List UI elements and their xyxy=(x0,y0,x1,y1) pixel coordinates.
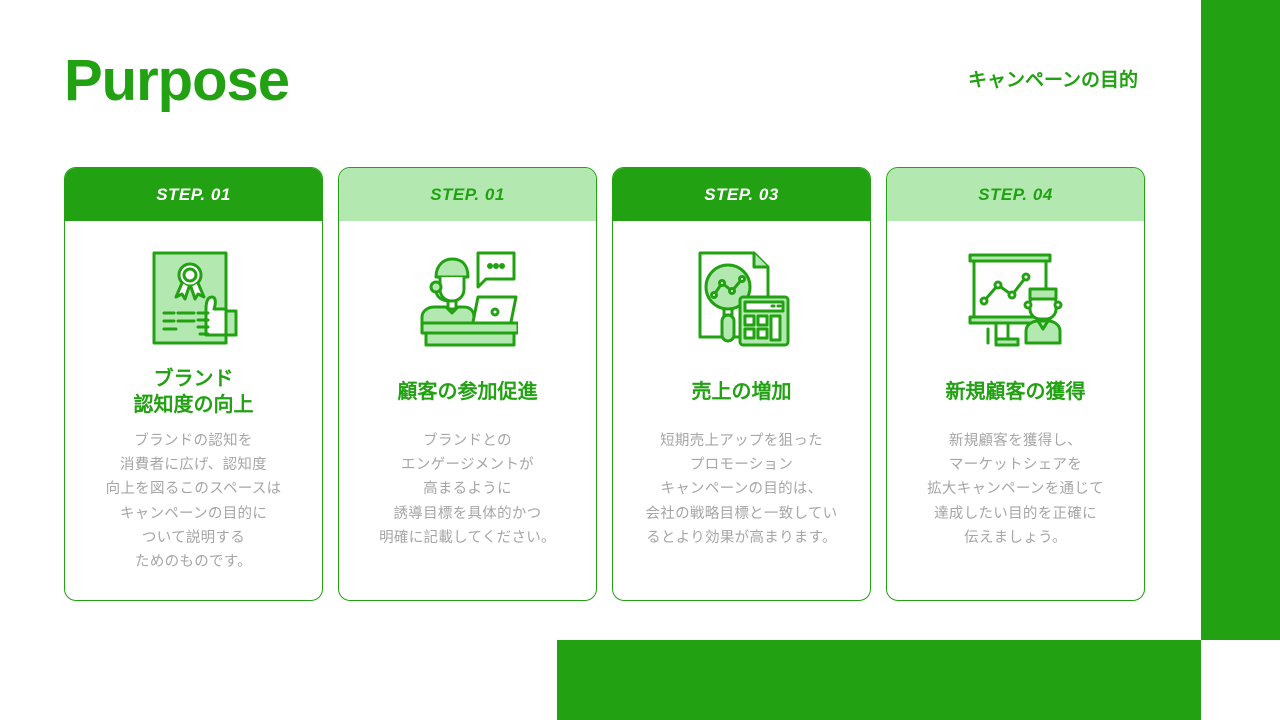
page-title: Purpose xyxy=(64,48,290,113)
presentation-icon xyxy=(966,249,1066,349)
purpose-card-3: STEP. 03 売 xyxy=(612,167,871,601)
card-step-label: STEP. 01 xyxy=(65,168,322,221)
purpose-card-4: STEP. 04 新 xyxy=(886,167,1145,601)
card-description: 新規顧客を獲得し、 マーケットシェアを 拡大キャンペーンを通じて 達成したい目的… xyxy=(927,433,1104,546)
card-step-label: STEP. 03 xyxy=(613,168,870,221)
purpose-card-2: STEP. 01 顧客の参加促進 ブランドとの エンゲージメントが 高まるように… xyxy=(338,167,597,601)
decorative-right-bar xyxy=(1201,0,1280,640)
card-description: ブランドとの エンゲージメントが 高まるように 誘導目標を具体的かつ 明確に記載… xyxy=(379,433,556,546)
card-description: ブランドの認知を 消費者に広げ、認知度 向上を図るこのスペースは キャンペーンの… xyxy=(105,433,282,571)
card-step-label: STEP. 04 xyxy=(887,168,1144,221)
card-title: ブランド 認知度の向上 xyxy=(133,366,254,416)
customer-support-icon xyxy=(418,249,519,349)
purpose-card-1: STEP. 01 ブランド 認知度の向上 ブランドの認知を 消費者に広げ、認知度… xyxy=(64,167,323,601)
purpose-cards: STEP. 01 ブランド 認知度の向上 ブランドの認知を 消費者に広げ、認知度… xyxy=(64,167,1145,601)
card-title: 顧客の参加促進 xyxy=(397,379,538,403)
card-step-label: STEP. 01 xyxy=(339,168,596,221)
sales-analysis-icon xyxy=(692,249,792,349)
card-title: 新規顧客の獲得 xyxy=(945,379,1086,403)
card-description: 短期売上アップを狙った プロモーション キャンペーンの目的は、 会社の戦略目標と… xyxy=(645,433,838,546)
card-title: 売上の増加 xyxy=(691,379,792,403)
decorative-bottom-bar xyxy=(557,640,1201,720)
page-subtitle: キャンペーンの目的 xyxy=(967,69,1138,91)
certificate-thumbs-up-icon xyxy=(144,249,244,349)
